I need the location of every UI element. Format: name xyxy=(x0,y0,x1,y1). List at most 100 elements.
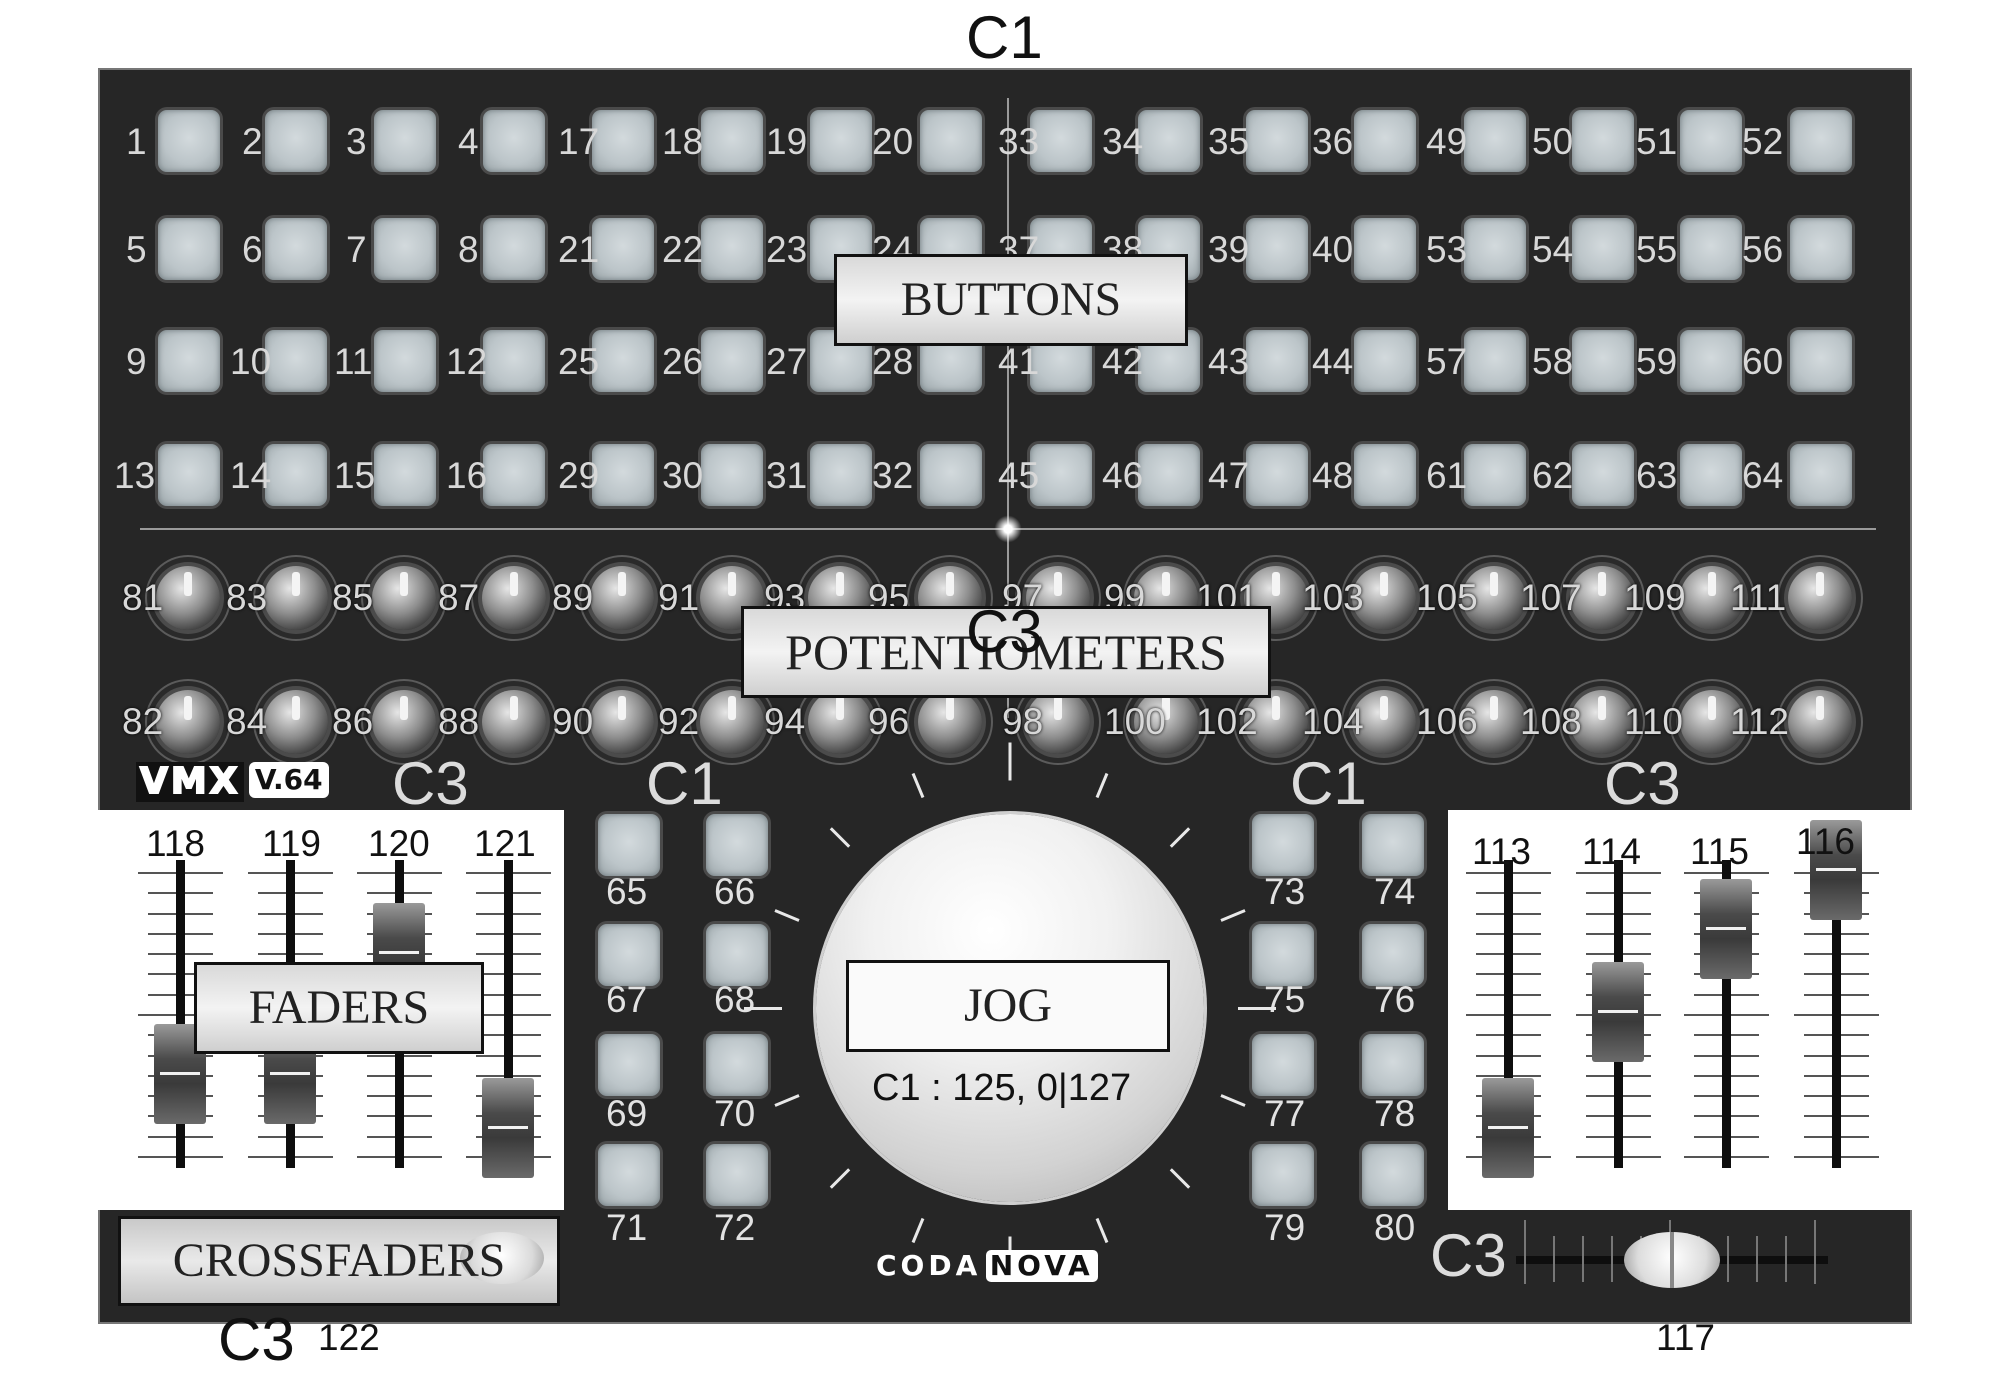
fader-cap[interactable] xyxy=(1592,961,1644,1062)
grid-button[interactable] xyxy=(810,110,872,172)
grid-button[interactable] xyxy=(1680,330,1742,392)
grid-button[interactable] xyxy=(265,110,327,172)
potentiometer-knob[interactable] xyxy=(1026,690,1090,754)
grid-button[interactable] xyxy=(1790,444,1852,506)
grid-button[interactable] xyxy=(701,444,763,506)
fader-cap[interactable] xyxy=(1482,1078,1534,1178)
side-button[interactable] xyxy=(1252,814,1314,876)
crossfader-left-cap[interactable] xyxy=(460,1232,544,1284)
grid-button[interactable] xyxy=(158,444,220,506)
grid-button[interactable] xyxy=(1464,218,1526,280)
grid-button[interactable] xyxy=(483,330,545,392)
grid-button[interactable] xyxy=(483,218,545,280)
potentiometer-knob[interactable] xyxy=(1570,566,1634,630)
fader-cap[interactable] xyxy=(1810,820,1862,920)
potentiometer-knob[interactable] xyxy=(1570,690,1634,754)
grid-button[interactable] xyxy=(701,330,763,392)
grid-button[interactable] xyxy=(158,218,220,280)
grid-button[interactable] xyxy=(1246,218,1308,280)
grid-button[interactable] xyxy=(374,330,436,392)
potentiometer-knob[interactable] xyxy=(264,566,328,630)
potentiometer-knob[interactable] xyxy=(1462,566,1526,630)
side-button[interactable] xyxy=(1252,1034,1314,1096)
fader-cap[interactable] xyxy=(482,1078,534,1178)
grid-button[interactable] xyxy=(1572,330,1634,392)
potentiometer-knob[interactable] xyxy=(590,690,654,754)
potentiometer-knob[interactable] xyxy=(1788,690,1852,754)
grid-button[interactable] xyxy=(920,110,982,172)
side-button[interactable] xyxy=(598,924,660,986)
grid-button[interactable] xyxy=(1138,110,1200,172)
grid-button[interactable] xyxy=(592,444,654,506)
potentiometer-knob[interactable] xyxy=(264,690,328,754)
grid-button[interactable] xyxy=(1790,218,1852,280)
potentiometer-knob[interactable] xyxy=(1352,566,1416,630)
potentiometer-knob[interactable] xyxy=(1788,566,1852,630)
side-button[interactable] xyxy=(1362,924,1424,986)
grid-button[interactable] xyxy=(158,110,220,172)
side-button[interactable] xyxy=(598,1144,660,1206)
grid-button[interactable] xyxy=(1572,110,1634,172)
potentiometer-knob[interactable] xyxy=(918,690,982,754)
grid-button[interactable] xyxy=(265,444,327,506)
potentiometer-knob[interactable] xyxy=(700,690,764,754)
potentiometer-knob[interactable] xyxy=(156,566,220,630)
grid-button[interactable] xyxy=(1680,110,1742,172)
grid-button[interactable] xyxy=(483,444,545,506)
grid-button[interactable] xyxy=(920,444,982,506)
grid-button[interactable] xyxy=(483,110,545,172)
grid-button[interactable] xyxy=(1680,444,1742,506)
side-button[interactable] xyxy=(1362,1034,1424,1096)
potentiometer-knob[interactable] xyxy=(808,690,872,754)
potentiometer-knob[interactable] xyxy=(482,566,546,630)
grid-button[interactable] xyxy=(1464,444,1526,506)
grid-button[interactable] xyxy=(1246,110,1308,172)
grid-button[interactable] xyxy=(265,218,327,280)
grid-button[interactable] xyxy=(1138,444,1200,506)
potentiometer-knob[interactable] xyxy=(1680,566,1744,630)
potentiometer-knob[interactable] xyxy=(372,566,436,630)
potentiometer-knob[interactable] xyxy=(590,566,654,630)
side-button[interactable] xyxy=(1362,814,1424,876)
grid-button[interactable] xyxy=(701,218,763,280)
grid-button[interactable] xyxy=(1354,110,1416,172)
potentiometer-knob[interactable] xyxy=(482,690,546,754)
grid-button[interactable] xyxy=(374,218,436,280)
grid-button[interactable] xyxy=(1464,110,1526,172)
potentiometer-knob[interactable] xyxy=(1352,690,1416,754)
grid-button[interactable] xyxy=(1354,330,1416,392)
potentiometer-knob[interactable] xyxy=(1244,690,1308,754)
grid-button[interactable] xyxy=(1680,218,1742,280)
grid-button[interactable] xyxy=(374,444,436,506)
potentiometer-knob[interactable] xyxy=(1134,690,1198,754)
grid-button[interactable] xyxy=(1030,110,1092,172)
grid-button[interactable] xyxy=(592,330,654,392)
grid-button[interactable] xyxy=(1354,218,1416,280)
grid-button[interactable] xyxy=(1354,444,1416,506)
side-button[interactable] xyxy=(1362,1144,1424,1206)
grid-button[interactable] xyxy=(1464,330,1526,392)
side-button[interactable] xyxy=(1252,1144,1314,1206)
grid-button[interactable] xyxy=(1572,218,1634,280)
side-button[interactable] xyxy=(1252,924,1314,986)
grid-button[interactable] xyxy=(1790,110,1852,172)
grid-button[interactable] xyxy=(1572,444,1634,506)
side-button[interactable] xyxy=(598,1034,660,1096)
grid-button[interactable] xyxy=(592,218,654,280)
grid-button[interactable] xyxy=(1790,330,1852,392)
grid-button[interactable] xyxy=(374,110,436,172)
grid-button[interactable] xyxy=(592,110,654,172)
grid-button[interactable] xyxy=(810,444,872,506)
side-button[interactable] xyxy=(598,814,660,876)
side-button[interactable] xyxy=(706,814,768,876)
grid-button[interactable] xyxy=(265,330,327,392)
potentiometer-knob[interactable] xyxy=(1680,690,1744,754)
side-button[interactable] xyxy=(706,1034,768,1096)
grid-button[interactable] xyxy=(701,110,763,172)
grid-button[interactable] xyxy=(1030,444,1092,506)
fader-cap[interactable] xyxy=(1700,879,1752,980)
potentiometer-knob[interactable] xyxy=(372,690,436,754)
potentiometer-knob[interactable] xyxy=(1462,690,1526,754)
potentiometer-knob[interactable] xyxy=(156,690,220,754)
grid-button[interactable] xyxy=(1246,444,1308,506)
